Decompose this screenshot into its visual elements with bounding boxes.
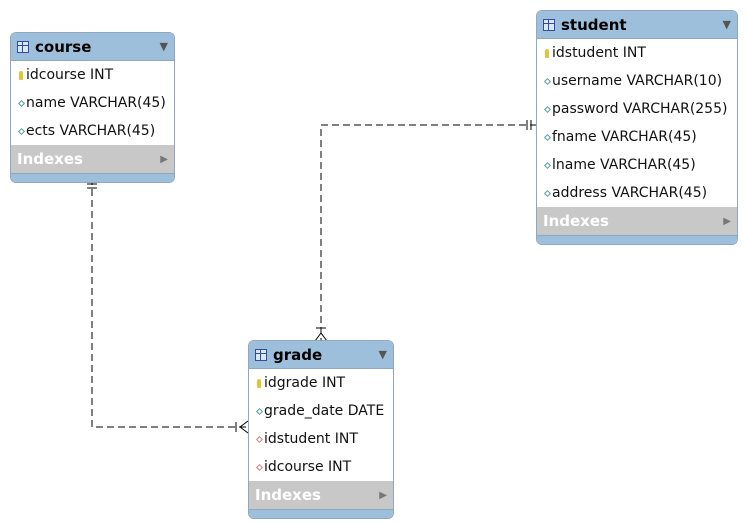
indexes-label: Indexes	[17, 150, 83, 168]
column-diamond-icon	[542, 189, 552, 197]
table-header[interactable]: student ▼	[537, 11, 737, 39]
collapse-arrow-icon[interactable]: ▼	[722, 18, 731, 31]
column-list: idcourse INT name VARCHAR(45) ects VARCHAR…	[11, 61, 174, 145]
column-row[interactable]: ects VARCHAR(45)	[11, 117, 174, 145]
column-row-primary-key[interactable]: idcourse INT	[11, 61, 174, 89]
column-row-foreign-key[interactable]: idcourse INT	[249, 453, 393, 481]
column-label: username VARCHAR(10)	[552, 73, 723, 89]
column-label: fname VARCHAR(45)	[552, 129, 697, 145]
column-label: idcourse INT	[264, 459, 352, 475]
primary-key-icon	[542, 48, 552, 58]
table-footer	[537, 235, 737, 244]
foreign-key-diamond-icon	[254, 463, 264, 471]
crowfoot-marker	[314, 332, 322, 342]
table-icon	[17, 40, 29, 53]
column-row[interactable]: username VARCHAR(10)	[537, 67, 737, 95]
column-label: idcourse INT	[26, 67, 114, 83]
column-row-primary-key[interactable]: idgrade INT	[249, 369, 393, 397]
column-diamond-icon	[16, 127, 26, 135]
column-row-primary-key[interactable]: idstudent INT	[537, 39, 737, 67]
column-row[interactable]: grade_date DATE	[249, 397, 393, 425]
column-label: lname VARCHAR(45)	[552, 157, 696, 173]
column-label: ects VARCHAR(45)	[26, 123, 156, 139]
table-title: course	[35, 37, 92, 56]
indexes-label: Indexes	[543, 212, 609, 230]
crowfoot-marker	[239, 426, 249, 434]
table-footer	[11, 173, 174, 182]
table-title: grade	[273, 345, 323, 364]
foreign-key-diamond-icon	[254, 435, 264, 443]
table-course[interactable]: course ▼ idcourse INT name VARCHAR(45) ect…	[10, 32, 175, 183]
table-student[interactable]: student ▼ idstudent INT username VARCHAR(…	[536, 10, 738, 245]
column-row[interactable]: address VARCHAR(45)	[537, 179, 737, 207]
relationship-course-grade[interactable]	[87, 178, 249, 434]
column-label: idgrade INT	[264, 375, 346, 391]
indexes-section[interactable]: Indexes ▶	[11, 145, 174, 173]
column-diamond-icon	[542, 105, 552, 113]
crowfoot-marker	[239, 420, 249, 428]
column-diamond-icon	[542, 133, 552, 141]
primary-key-icon	[254, 378, 264, 388]
table-icon	[543, 18, 555, 31]
column-row[interactable]: password VARCHAR(255)	[537, 95, 737, 123]
column-label: grade_date DATE	[264, 403, 385, 419]
table-title: student	[561, 15, 627, 34]
column-row-foreign-key[interactable]: idstudent INT	[249, 425, 393, 453]
column-list: idgrade INT grade_date DATE idstudent INT i…	[249, 369, 393, 481]
indexes-label: Indexes	[255, 486, 321, 504]
column-label: password VARCHAR(255)	[552, 101, 728, 117]
crowfoot-marker	[320, 332, 328, 342]
column-row[interactable]: name VARCHAR(45)	[11, 89, 174, 117]
primary-key-icon	[16, 70, 26, 80]
expand-arrow-icon[interactable]: ▶	[379, 489, 387, 501]
indexes-section[interactable]: Indexes ▶	[249, 481, 393, 509]
expand-arrow-icon[interactable]: ▶	[160, 153, 168, 165]
table-header[interactable]: course ▼	[11, 33, 174, 61]
table-footer	[249, 509, 393, 518]
column-list: idstudent INT username VARCHAR(10) passwor…	[537, 39, 737, 207]
column-diamond-icon	[542, 77, 552, 85]
column-label: address VARCHAR(45)	[552, 185, 708, 201]
table-grade[interactable]: grade ▼ idgrade INT grade_date DATE idstud…	[248, 340, 394, 519]
expand-arrow-icon[interactable]: ▶	[723, 215, 731, 227]
indexes-section[interactable]: Indexes ▶	[537, 207, 737, 235]
relationship-student-grade[interactable]	[314, 120, 537, 342]
table-icon	[255, 348, 267, 361]
table-header[interactable]: grade ▼	[249, 341, 393, 369]
column-label: name VARCHAR(45)	[26, 95, 166, 111]
column-label: idstudent INT	[552, 45, 646, 61]
collapse-arrow-icon[interactable]: ▼	[378, 348, 387, 361]
column-row[interactable]: fname VARCHAR(45)	[537, 123, 737, 151]
column-diamond-icon	[254, 407, 264, 415]
collapse-arrow-icon[interactable]: ▼	[159, 40, 168, 53]
column-row[interactable]: lname VARCHAR(45)	[537, 151, 737, 179]
column-diamond-icon	[16, 99, 26, 107]
column-diamond-icon	[542, 161, 552, 169]
column-label: idstudent INT	[264, 431, 358, 447]
